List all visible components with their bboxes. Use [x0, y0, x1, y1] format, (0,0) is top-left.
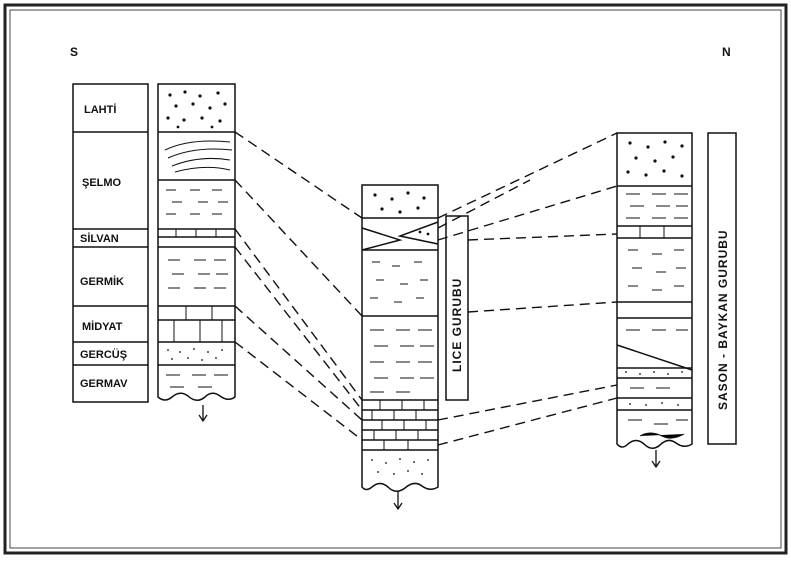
sason-baykan-group-label: SASON - BAYKAN GURUBU	[716, 229, 730, 410]
middle-lithology-column	[362, 185, 438, 491]
left-crossbedding-pattern	[165, 141, 232, 172]
unit-label-selmo: ŞELMO	[82, 177, 122, 189]
middle-sandstone-pattern	[370, 262, 434, 450]
right-wedge-line	[617, 345, 692, 370]
middle-wedge-right	[400, 222, 438, 244]
correlation-line	[235, 342, 362, 440]
left-lithology-column	[158, 84, 235, 400]
correlation-line	[438, 180, 530, 228]
unit-label-midyat: MİDYAT	[82, 320, 123, 333]
correlation-line	[438, 133, 617, 218]
correlation-line	[235, 180, 362, 316]
inner-frame	[10, 10, 781, 548]
right-continuation-arrow	[652, 450, 660, 467]
left-dotted-pattern	[167, 348, 223, 361]
north-label: N	[722, 45, 731, 59]
unit-label-lahti: LAHTİ	[84, 103, 116, 116]
correlation-line	[438, 186, 617, 240]
unit-label-germik: GERMİK	[80, 275, 124, 288]
right-column-outline	[617, 133, 692, 448]
correlation-line	[438, 398, 617, 445]
unit-label-germav: GERMAV	[80, 378, 128, 390]
right-conglomerate-pattern	[626, 140, 683, 177]
right-lithology-column	[617, 133, 692, 448]
right-sandstone-pattern	[626, 194, 688, 438]
lice-group-label: LICE GURUBU	[450, 278, 464, 372]
correlation-line	[235, 306, 362, 420]
middle-wedge-left	[362, 228, 400, 250]
middle-continuation-arrow	[394, 492, 402, 509]
correlation-line	[235, 247, 362, 410]
middle-dotted-pattern	[371, 458, 429, 475]
correlation-line	[235, 132, 362, 218]
unit-label-silvan: SİLVAN	[80, 232, 119, 245]
correlation-line	[438, 385, 617, 420]
correlation-line	[235, 229, 362, 400]
left-sandstone-pattern	[166, 190, 228, 387]
south-label: S	[70, 45, 78, 59]
left-conglomerate-pattern	[166, 90, 226, 128]
unit-label-gercus: GERCÜŞ	[80, 348, 127, 361]
correlation-lines	[235, 132, 617, 445]
correlation-line	[468, 234, 617, 240]
left-continuation-arrow	[199, 405, 207, 421]
correlation-line	[468, 302, 617, 312]
